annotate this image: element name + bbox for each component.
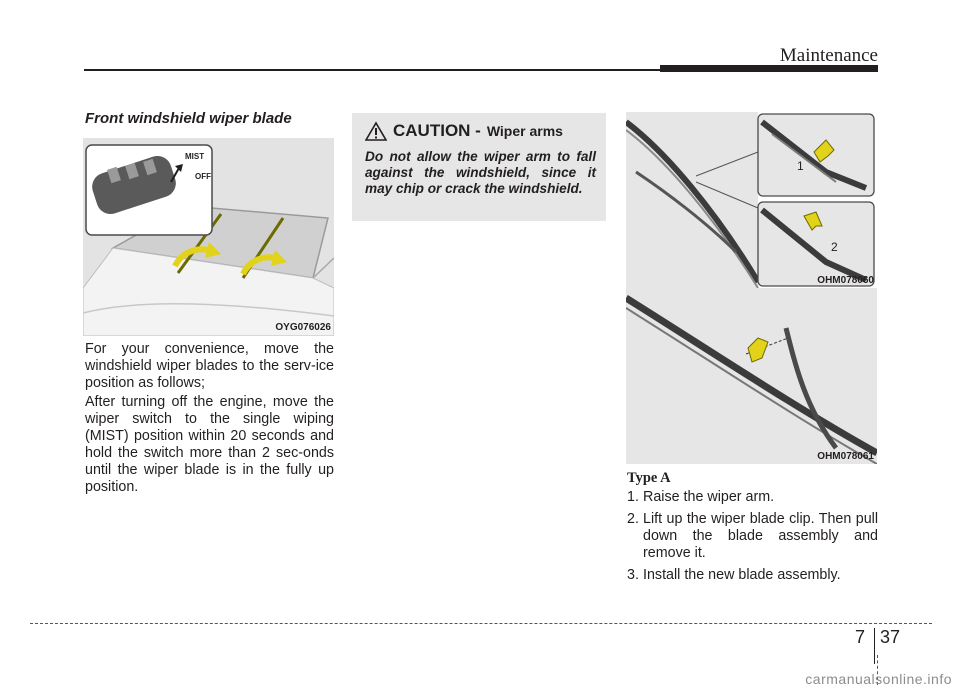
label-off: OFF bbox=[195, 172, 211, 181]
page-number: 37 bbox=[880, 627, 901, 647]
paragraph-instructions: After turning off the engine, move the w… bbox=[85, 394, 334, 496]
step-item: 2. Lift up the wiper blade clip. Then pu… bbox=[627, 511, 878, 562]
caution-box: CAUTION - Wiper arms Do not allow the wi… bbox=[352, 113, 606, 221]
warning-triangle-icon bbox=[365, 121, 387, 141]
step-item: 1. Raise the wiper arm. bbox=[627, 489, 878, 506]
caution-subtitle: Wiper arms bbox=[486, 123, 563, 139]
wiper-switch-figure: MIST OFF OYG076026 bbox=[83, 138, 334, 336]
step-text: Install the new blade assembly. bbox=[643, 567, 841, 583]
footer-rule bbox=[30, 623, 932, 624]
wiper-arm-illustration bbox=[626, 112, 877, 288]
caution-title: CAUTION - bbox=[393, 121, 481, 140]
wiper-blade-illustration bbox=[626, 288, 877, 464]
step-number: 3. bbox=[627, 567, 639, 583]
step-text: Raise the wiper arm. bbox=[643, 489, 775, 505]
paragraph-instructions-text: After turning off the engine, move the w… bbox=[85, 394, 334, 495]
callout-1: 1 bbox=[797, 159, 804, 173]
figure-code: OHM078061 bbox=[817, 451, 874, 462]
wiper-arm-figure: 1 2 OHM078060 bbox=[626, 112, 877, 288]
figure-code: OYG076026 bbox=[275, 322, 331, 333]
watermark: carmanualsonline.info bbox=[805, 671, 952, 687]
steps-list: 1. Raise the wiper arm. 2. Lift up the w… bbox=[627, 489, 878, 589]
header-rule-bold bbox=[660, 65, 878, 72]
chapter-number: 7 bbox=[855, 627, 866, 647]
header-rule bbox=[84, 69, 678, 71]
step-number: 2. bbox=[627, 511, 639, 527]
step-number: 1. bbox=[627, 489, 639, 505]
step-text: Lift up the wiper blade clip. Then pull … bbox=[643, 511, 878, 561]
section-title: Maintenance bbox=[779, 45, 878, 66]
figure-code: OHM078060 bbox=[817, 275, 874, 286]
caution-header: CAUTION - Wiper arms bbox=[365, 121, 596, 141]
paragraph-intro-text: For your convenience, move the windshiel… bbox=[85, 341, 334, 391]
type-label: Type A bbox=[627, 470, 671, 486]
callout-2: 2 bbox=[831, 240, 838, 254]
label-mist: MIST bbox=[185, 152, 205, 161]
section-heading: Front windshield wiper blade bbox=[85, 110, 292, 127]
paragraph-intro: For your convenience, move the windshiel… bbox=[85, 341, 334, 392]
page-number-separator bbox=[874, 628, 875, 664]
car-windshield-illustration bbox=[83, 138, 334, 336]
wiper-blade-figure: OHM078061 bbox=[626, 288, 877, 464]
caution-body: Do not allow the wiper arm to fall again… bbox=[365, 149, 596, 196]
step-item: 3. Install the new blade assembly. bbox=[627, 567, 878, 584]
footer-dash-line bbox=[877, 655, 878, 685]
